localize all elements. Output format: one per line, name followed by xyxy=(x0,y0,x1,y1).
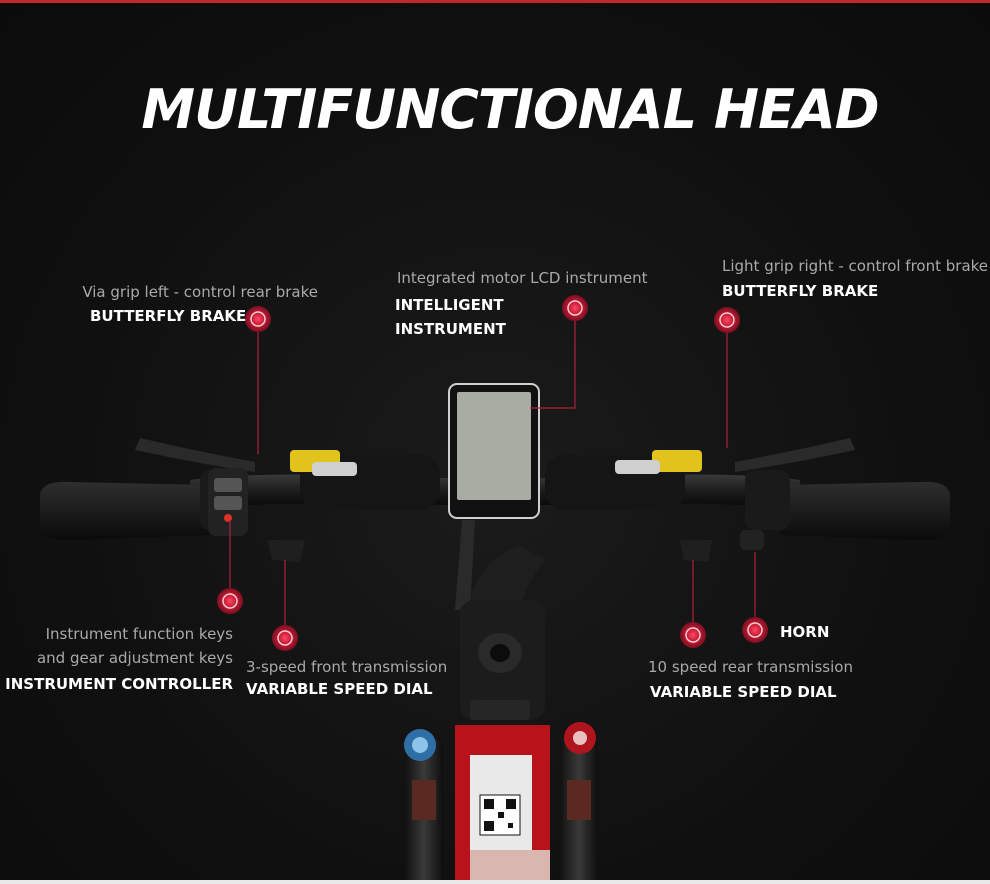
lcd-display xyxy=(448,383,540,519)
rear-dial-subtitle: 10 speed rear transmission xyxy=(648,658,853,676)
marker-lcd xyxy=(562,295,588,321)
lcd-title-line1: INTELLIGENT xyxy=(395,296,504,314)
frame-front xyxy=(455,725,550,884)
marker-rear-dial xyxy=(680,622,706,648)
controller-subtitle-line1: Instrument function keys xyxy=(45,625,233,643)
lcd-subtitle: Integrated motor LCD instrument xyxy=(397,269,648,287)
horn-title: HORN xyxy=(780,623,830,641)
rear-brake-title: BUTTERFLY BRAKE xyxy=(90,307,247,325)
fork xyxy=(404,722,598,880)
marker-rear-brake xyxy=(245,306,271,332)
top-accent-line xyxy=(0,0,990,3)
front-brake-title: BUTTERFLY BRAKE xyxy=(722,282,879,300)
rear-brake-subtitle: Via grip left - control rear brake xyxy=(82,283,318,301)
marker-front-dial xyxy=(272,625,298,651)
callout-markers xyxy=(217,295,768,651)
controller-subtitle-line2: and gear adjustment keys xyxy=(36,649,233,667)
lcd-title-line2: INSTRUMENT xyxy=(395,320,506,338)
marker-horn xyxy=(742,617,768,643)
stem xyxy=(455,520,545,720)
front-dial-title: VARIABLE SPEED DIAL xyxy=(246,680,433,698)
controller-title: INSTRUMENT CONTROLLER xyxy=(5,675,233,693)
bottom-border xyxy=(0,880,990,884)
leader-lines xyxy=(229,320,756,625)
rear-dial-title: VARIABLE SPEED DIAL xyxy=(650,683,837,701)
front-dial-subtitle: 3-speed front transmission xyxy=(246,658,448,676)
front-brake-subtitle: Light grip right - control front brake xyxy=(722,257,989,275)
marker-front-brake xyxy=(714,307,740,333)
marker-controller xyxy=(217,588,243,614)
brake-levers xyxy=(135,438,855,476)
controls xyxy=(208,468,764,562)
page-title: MULTIFUNCTIONAL HEAD xyxy=(141,78,879,141)
